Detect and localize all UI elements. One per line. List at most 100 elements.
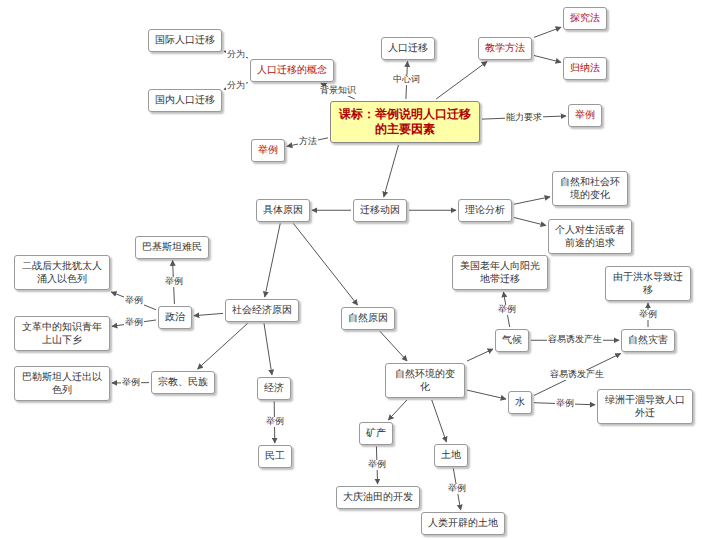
connector xyxy=(436,62,487,100)
topic-text: 文革中的知识青年上山下乡 xyxy=(21,321,103,346)
connector xyxy=(514,197,550,204)
connector-label: 举例 xyxy=(265,417,285,427)
topic-box: 迁移动因 xyxy=(353,199,407,222)
topic-text: 探究法 xyxy=(570,12,600,25)
topic-text: 土地 xyxy=(441,449,461,462)
topic-box: 探究法 xyxy=(563,7,607,30)
topic-text: 社会经济原因 xyxy=(232,304,292,317)
topic-box: 国内人口迁移 xyxy=(148,89,222,112)
topic-text: 宗教、民族 xyxy=(158,376,208,389)
topic-text: 矿产 xyxy=(366,427,386,440)
topic-box: 自然和社会环境的变化 xyxy=(552,171,628,206)
connector xyxy=(287,138,328,146)
connector-label: 背景知识 xyxy=(319,86,357,96)
connector-label: 容易诱发产生 xyxy=(549,370,605,380)
topic-text: 人口迁移的概念 xyxy=(257,64,327,77)
topic-box: 举例 xyxy=(568,104,602,127)
topic-text: 巴基斯坦难民 xyxy=(142,241,202,254)
connector xyxy=(380,332,407,362)
topic-text: 美国老年人向阳光地带迁移 xyxy=(459,260,541,285)
topic-box: 个人对生活或者前途的追求 xyxy=(548,219,632,254)
topic-text: 由于洪水导致迁移 xyxy=(612,271,684,296)
connector xyxy=(312,210,351,211)
topic-box: 教学方法 xyxy=(478,37,532,60)
topic-box: 巴勒斯坦人迁出以色列 xyxy=(14,366,110,401)
topic-text: 自然环境的变化 xyxy=(392,368,458,393)
topic-text: 人口迁移 xyxy=(388,42,428,55)
topic-text: 大庆油田的开发 xyxy=(343,491,413,504)
connector xyxy=(388,400,407,420)
topic-text: 举例 xyxy=(258,144,278,157)
topic-text: 政治 xyxy=(165,311,185,324)
topic-box: 社会经济原因 xyxy=(225,299,299,322)
topic-box: 政治 xyxy=(158,306,192,329)
topic-box: 大庆油田的开发 xyxy=(336,486,420,509)
central-topic-box: 课标：举例说明人口迁移的主要因素 xyxy=(330,101,480,143)
connector xyxy=(194,313,223,315)
connector xyxy=(467,349,493,361)
connector-label: 能力要求 xyxy=(505,113,543,123)
topic-text: 自然原因 xyxy=(348,312,388,325)
topic-text: 个人对生活或者前途的追求 xyxy=(555,224,625,249)
connector-label: 方法 xyxy=(298,137,318,147)
topic-text: 自然和社会环境的变化 xyxy=(559,176,621,201)
topic-box: 经济 xyxy=(257,377,291,400)
connector-label: 分为 xyxy=(226,81,246,91)
topic-text: 水 xyxy=(515,396,525,409)
topic-box: 自然环境的变化 xyxy=(385,363,465,398)
topic-text: 人类开辟的土地 xyxy=(428,517,498,530)
connector-label: 容易诱发产生 xyxy=(547,335,603,345)
topic-text: 理论分析 xyxy=(465,204,505,217)
topic-box: 自然原因 xyxy=(341,307,395,330)
topic-text: 二战后大批犹太人涌入以色列 xyxy=(21,260,103,285)
topic-box: 气候 xyxy=(495,329,529,352)
connector-label: 举例 xyxy=(638,310,658,320)
topic-box: 文革中的知识青年上山下乡 xyxy=(14,316,110,351)
topic-text: 气候 xyxy=(502,334,522,347)
topic-box: 矿产 xyxy=(359,422,393,445)
topic-box: 宗教、民族 xyxy=(151,371,215,394)
topic-box: 水 xyxy=(508,391,532,414)
topic-box: 国际人口迁移 xyxy=(148,29,222,52)
connector-label: 举例 xyxy=(367,460,387,470)
connector-label: 举例 xyxy=(497,305,517,315)
topic-box: 自然灾害 xyxy=(621,329,675,352)
connector-label: 举例 xyxy=(124,296,144,306)
topic-text: 国际人口迁移 xyxy=(155,34,215,47)
topic-box: 人类开辟的土地 xyxy=(421,512,505,535)
connector xyxy=(534,56,561,63)
connector-label: 中心词 xyxy=(392,75,421,85)
connector xyxy=(514,218,546,226)
topic-text: 教学方法 xyxy=(485,42,525,55)
topic-box: 人口迁移的概念 xyxy=(250,59,334,82)
connector-label: 分为 xyxy=(226,50,246,60)
topic-text: 课标：举例说明人口迁移的主要因素 xyxy=(339,107,471,137)
topic-text: 迁移动因 xyxy=(360,204,400,217)
topic-box: 人口迁移 xyxy=(381,37,435,60)
connector-label: 举例 xyxy=(555,399,575,409)
topic-box: 理论分析 xyxy=(458,199,512,222)
connector xyxy=(409,210,456,211)
connector xyxy=(467,390,506,399)
topic-box: 归纳法 xyxy=(563,57,607,80)
connector xyxy=(265,224,280,298)
topic-box: 二战后大批犹太人涌入以色列 xyxy=(14,255,110,290)
topic-box: 举例 xyxy=(251,139,285,162)
connector xyxy=(432,400,447,442)
topic-text: 国内人口迁移 xyxy=(155,94,215,107)
connector xyxy=(264,324,272,376)
topic-text: 民工 xyxy=(265,450,285,463)
topic-box: 民工 xyxy=(258,445,292,468)
connector xyxy=(198,324,248,370)
topic-text: 具体原因 xyxy=(263,204,303,217)
topic-text: 绿洲干涸导致人口外迁 xyxy=(604,394,686,419)
topic-box: 由于洪水导致迁移 xyxy=(605,266,691,301)
topic-text: 经济 xyxy=(264,382,284,395)
topic-box: 美国老年人向阳光地带迁移 xyxy=(452,255,548,290)
connector xyxy=(534,27,561,37)
connector xyxy=(111,292,156,310)
topic-box: 绿洲干涸导致人口外迁 xyxy=(597,389,693,424)
connector-label: 举例 xyxy=(447,484,467,494)
connector-label: 举例 xyxy=(164,277,184,287)
